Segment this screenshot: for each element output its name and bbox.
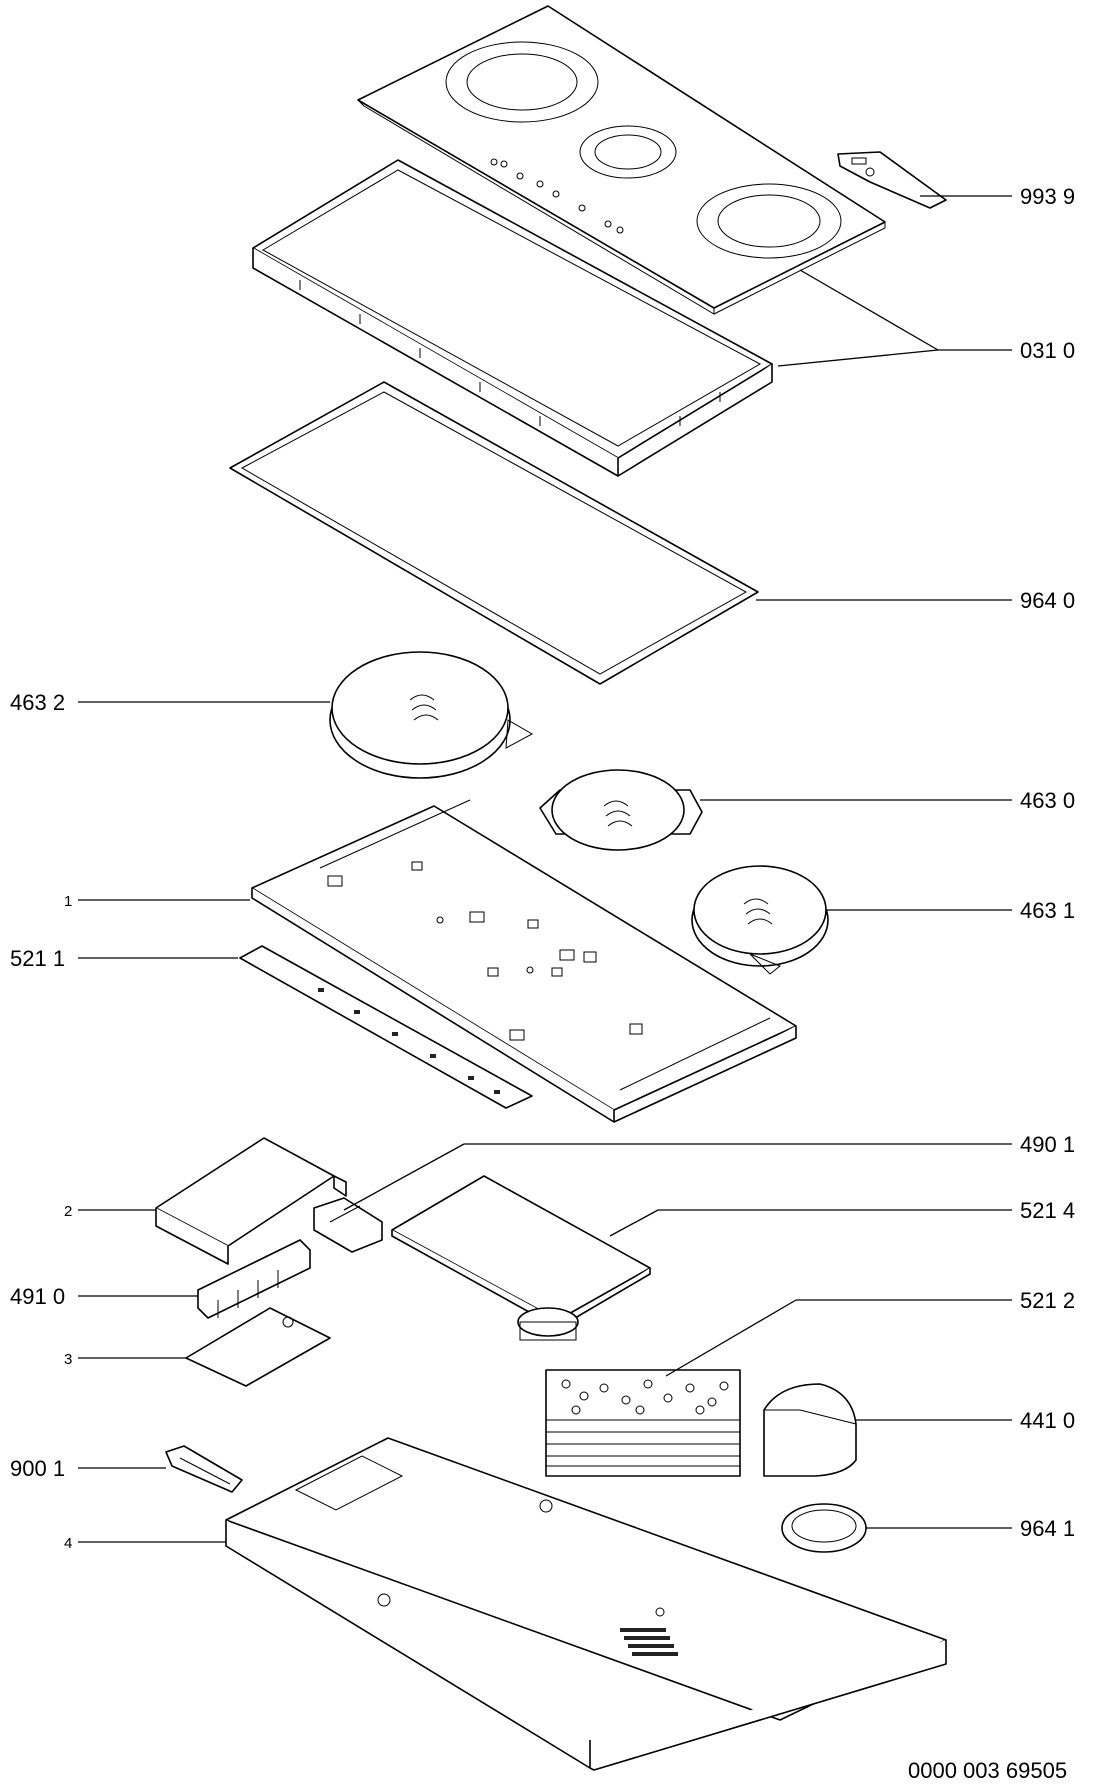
callout-4: 4 <box>64 1535 72 1552</box>
filter-board-part <box>545 1369 741 1477</box>
clip-part <box>837 151 947 209</box>
callout-521-4: 521 4 <box>1020 1198 1075 1223</box>
callout-993-9: 993 9 <box>1020 184 1075 209</box>
callout-463-1: 463 1 <box>1020 898 1075 923</box>
connector-part <box>165 1445 243 1493</box>
callout-463-0: 463 0 <box>1020 788 1075 813</box>
callout-490-1: 490 1 <box>1020 1132 1075 1157</box>
callout-521-2: 521 2 <box>1020 1288 1075 1313</box>
heating-element-medium-part <box>691 865 829 975</box>
callout-521-1: 521 1 <box>10 946 65 971</box>
glass-cooktop-part <box>357 5 886 315</box>
callout-1: 1 <box>64 893 72 910</box>
cooktop-frame-part <box>252 159 773 477</box>
seal-ring-part <box>781 1503 867 1553</box>
heating-element-large-part <box>329 651 534 779</box>
control-board-part <box>239 945 533 1109</box>
bracket-part <box>155 1137 347 1265</box>
callout-964-0: 964 0 <box>1020 588 1075 613</box>
cable-holder-part <box>313 1197 383 1253</box>
drawing-reference-number: 0000 003 69505 <box>908 1758 1067 1783</box>
callout-900-1: 900 1 <box>10 1456 65 1481</box>
cover-plate-part <box>185 1307 331 1387</box>
callout-031-0: 031 0 <box>1020 338 1075 363</box>
power-board-part <box>391 1175 651 1341</box>
callout-463-2: 463 2 <box>10 690 65 715</box>
support-plate-part <box>251 799 797 1123</box>
callout-964-1: 964 1 <box>1020 1516 1075 1541</box>
callout-3: 3 <box>64 1351 72 1368</box>
callout-labels: 993 9 031 0 964 0 463 2 463 0 1 463 1 52… <box>10 184 1075 1783</box>
fan-part <box>763 1383 857 1477</box>
heating-element-small-part <box>539 769 703 851</box>
callout-491-0: 491 0 <box>10 1284 65 1309</box>
bottom-housing-part <box>225 1437 947 1771</box>
callout-2: 2 <box>64 1203 72 1220</box>
callout-441-0: 441 0 <box>1020 1408 1075 1433</box>
terminal-block-part <box>197 1239 311 1319</box>
gasket-part <box>229 381 759 685</box>
leader-lines <box>78 195 1012 1543</box>
